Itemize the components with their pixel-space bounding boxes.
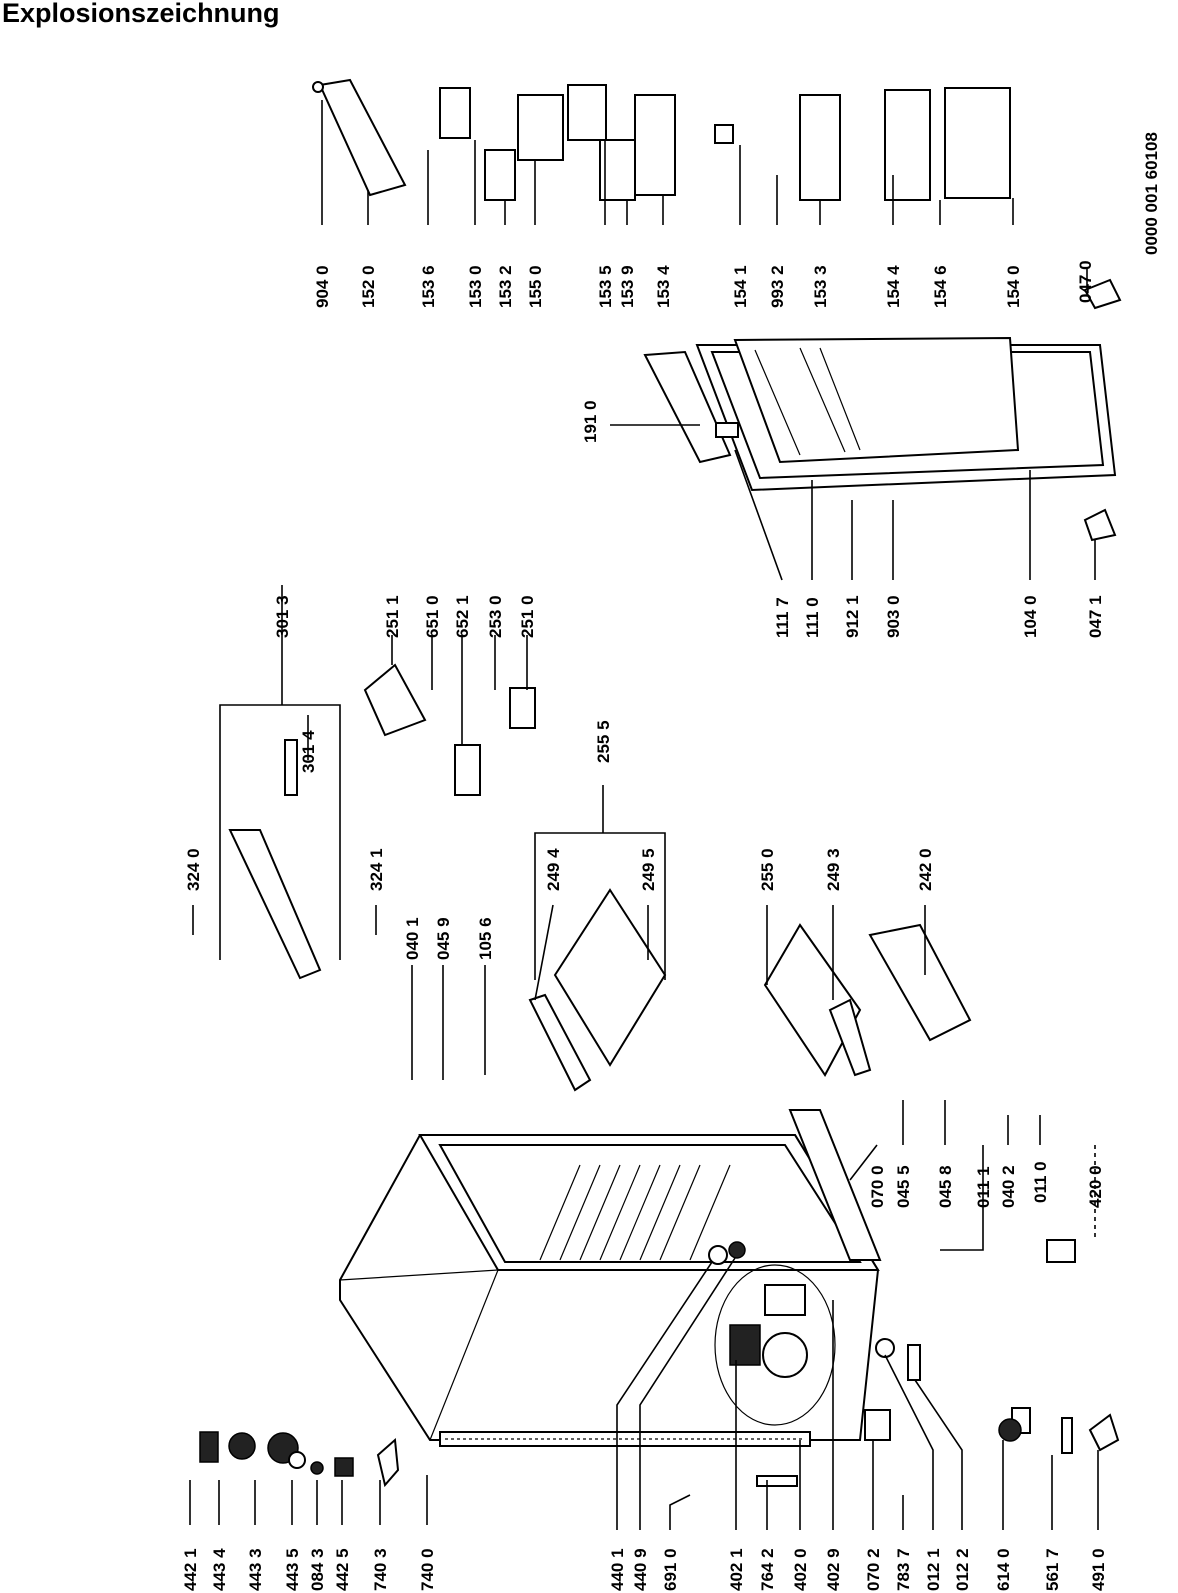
part-label: 440 9 [631, 1548, 650, 1591]
part-label: 152 0 [359, 265, 378, 308]
part-label: 253 0 [486, 595, 505, 638]
part-label: 402 9 [824, 1548, 843, 1591]
part-label: 324 0 [184, 848, 203, 891]
part-label: 154 4 [884, 265, 903, 308]
part-label: 443 4 [210, 1548, 229, 1591]
part-label: 440 1 [608, 1548, 627, 1591]
part-label: 255 5 [594, 720, 613, 763]
part-label: 402 0 [791, 1548, 810, 1591]
part-label: 153 9 [618, 265, 637, 308]
part-label: 154 0 [1004, 265, 1023, 308]
part-label: 012 2 [953, 1548, 972, 1591]
part-label: 764 2 [758, 1548, 777, 1591]
part-label: 249 4 [544, 848, 563, 891]
page-title: Explosionszeichnung [2, 0, 280, 28]
parts-drawing [199, 78, 1122, 1488]
part-label: 912 1 [843, 595, 862, 638]
part-label: 249 3 [824, 848, 843, 891]
part-label: 251 1 [383, 595, 402, 638]
part-label: 491 0 [1089, 1548, 1108, 1591]
part-label: 070 0 [868, 1165, 887, 1208]
part-label: 402 1 [727, 1548, 746, 1591]
part-label: 111 0 [803, 597, 822, 638]
drawing-number: 0000 001 60108 [1142, 132, 1161, 255]
part-label: 903 0 [884, 595, 903, 638]
part-label: 740 3 [371, 1548, 390, 1591]
part-label: 249 5 [639, 848, 658, 891]
part-label: 251 0 [518, 595, 537, 638]
part-label: 153 2 [496, 265, 515, 308]
part-label: 443 3 [246, 1548, 265, 1591]
part-label: 070 2 [864, 1548, 883, 1591]
part-label: 652 1 [453, 595, 472, 638]
part-label: 614 0 [994, 1548, 1013, 1591]
part-label: 740 0 [418, 1548, 437, 1591]
door-drawing [643, 336, 1117, 492]
part-label: 153 3 [811, 265, 830, 308]
part-label: 040 1 [403, 917, 422, 960]
part-label: 153 5 [596, 265, 615, 308]
part-label: 153 4 [654, 265, 673, 308]
part-label: 442 1 [181, 1548, 200, 1591]
part-label: 111 7 [773, 597, 792, 638]
part-label: 153 0 [466, 265, 485, 308]
part-label: 045 5 [894, 1165, 913, 1208]
part-label: 324 1 [367, 848, 386, 891]
part-label: 105 6 [476, 917, 495, 960]
part-label: 191 0 [581, 400, 600, 443]
part-label: 783 7 [894, 1548, 913, 1591]
part-label: 012 1 [924, 1548, 943, 1591]
part-label: 255 0 [758, 848, 777, 891]
part-label: 047 1 [1086, 595, 1105, 638]
part-label: 154 6 [931, 265, 950, 308]
part-label: 154 1 [731, 265, 750, 308]
part-label: 155 0 [526, 265, 545, 308]
part-label: 104 0 [1021, 595, 1040, 638]
part-label: 011 1 [974, 1166, 993, 1208]
cabinet-drawing [339, 1109, 882, 1447]
part-label: 301 4 [299, 730, 318, 773]
part-label: 045 9 [434, 917, 453, 960]
part-label: 045 8 [936, 1165, 955, 1208]
part-label: 242 0 [916, 848, 935, 891]
part-label: 084 3 [308, 1548, 327, 1591]
part-label: 651 0 [423, 595, 442, 638]
leader-lines [189, 100, 1099, 1530]
part-label: 301 3 [273, 595, 292, 638]
part-label: 993 2 [768, 265, 787, 308]
part-label: 420 0 [1086, 1165, 1105, 1208]
part-label: 904 0 [313, 265, 332, 308]
part-label: 011 0 [1031, 1161, 1050, 1203]
part-label: 443 5 [283, 1548, 302, 1591]
part-label: 561 7 [1043, 1548, 1062, 1591]
part-label: 153 6 [419, 265, 438, 308]
part-label: 691 0 [661, 1548, 680, 1591]
part-label: 442 5 [333, 1548, 352, 1591]
part-label: 040 2 [999, 1165, 1018, 1208]
part-label: 047 0 [1076, 260, 1095, 303]
